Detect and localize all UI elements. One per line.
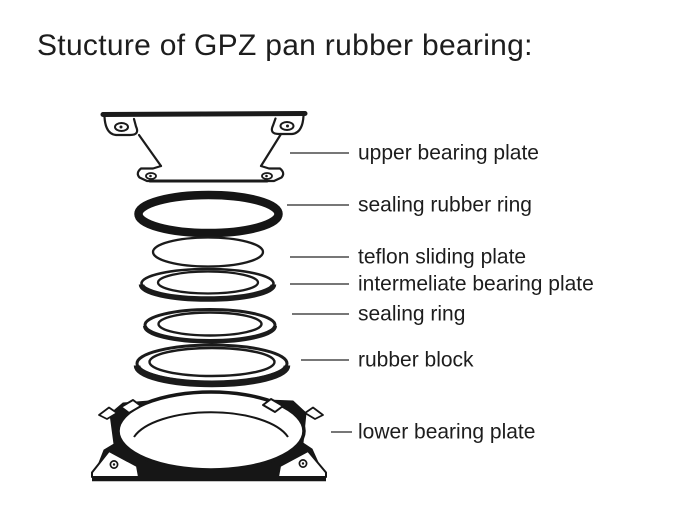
sealing-ring-inner xyxy=(157,311,263,337)
upper-bearing-plate-drawing xyxy=(100,111,308,183)
lower-plate-left-rim-tab xyxy=(120,399,142,414)
upper-plate-left-foot-slot xyxy=(145,172,157,180)
lower-bearing-plate-drawing xyxy=(91,390,327,482)
leader-lines xyxy=(287,152,352,433)
upper-plate-left-foot xyxy=(136,164,163,183)
rubber-block-drawing xyxy=(133,343,291,388)
upper-plate-right-slant xyxy=(259,132,283,168)
upper-plate-right-foot xyxy=(259,164,285,183)
teflon-sliding-plate-drawing xyxy=(151,236,265,268)
upper-plate-right-foot-slot xyxy=(261,172,273,180)
upper-plate-left-ear-slot xyxy=(114,122,129,132)
lower-plate-right-bolt-dot xyxy=(301,462,305,465)
upper-plate-left-slant xyxy=(137,133,163,168)
lower-plate-opening xyxy=(116,390,306,472)
part-label-lower-bearing-plate: lower bearing plate xyxy=(358,420,536,444)
part-label-sealing-rubber-ring: sealing rubber ring xyxy=(358,193,532,217)
part-label-intermeliate-bearing-plate: intermeliate bearing plate xyxy=(358,272,594,296)
intermeliate-plate-inner xyxy=(156,270,260,295)
lower-plate-right-rim-tab xyxy=(262,398,284,413)
upper-plate-left-ear xyxy=(103,115,139,137)
upper-plate-right-ear-slot xyxy=(279,121,295,131)
upper-plate-right-foot-dot xyxy=(265,174,268,178)
upper-plate-left-ear-dot xyxy=(119,125,123,129)
upper-plate-top-bar xyxy=(100,111,308,117)
sealing-ring-rim xyxy=(143,325,277,344)
upper-plate-left-foot-dot xyxy=(149,174,152,178)
lower-plate-left-bolt-dot xyxy=(112,463,116,466)
upper-plate-right-ear xyxy=(270,114,305,136)
part-label-rubber-block: rubber block xyxy=(358,348,474,372)
lower-plate-inner-rim-arc xyxy=(133,411,289,438)
intermeliate-bearing-plate-drawing xyxy=(138,267,277,302)
page-title: Stucture of GPZ pan rubber bearing: xyxy=(37,29,533,62)
intermeliate-plate-rim xyxy=(138,283,277,302)
rubber-block-inner xyxy=(148,346,276,378)
lower-plate-left-corner-face xyxy=(98,406,118,420)
lower-plate-right-corner-face xyxy=(304,406,324,420)
part-label-sealing-ring: sealing ring xyxy=(358,302,466,326)
sealing-ring-drawing xyxy=(143,308,277,344)
part-label-teflon-sliding-plate: teflon sliding plate xyxy=(358,245,527,269)
rubber-block-rim xyxy=(133,364,291,388)
upper-plate-right-ear-dot xyxy=(286,124,289,128)
sealing-rubber-ring-drawing xyxy=(134,190,283,238)
part-label-upper-bearing-plate: upper bearing plate xyxy=(358,141,539,165)
